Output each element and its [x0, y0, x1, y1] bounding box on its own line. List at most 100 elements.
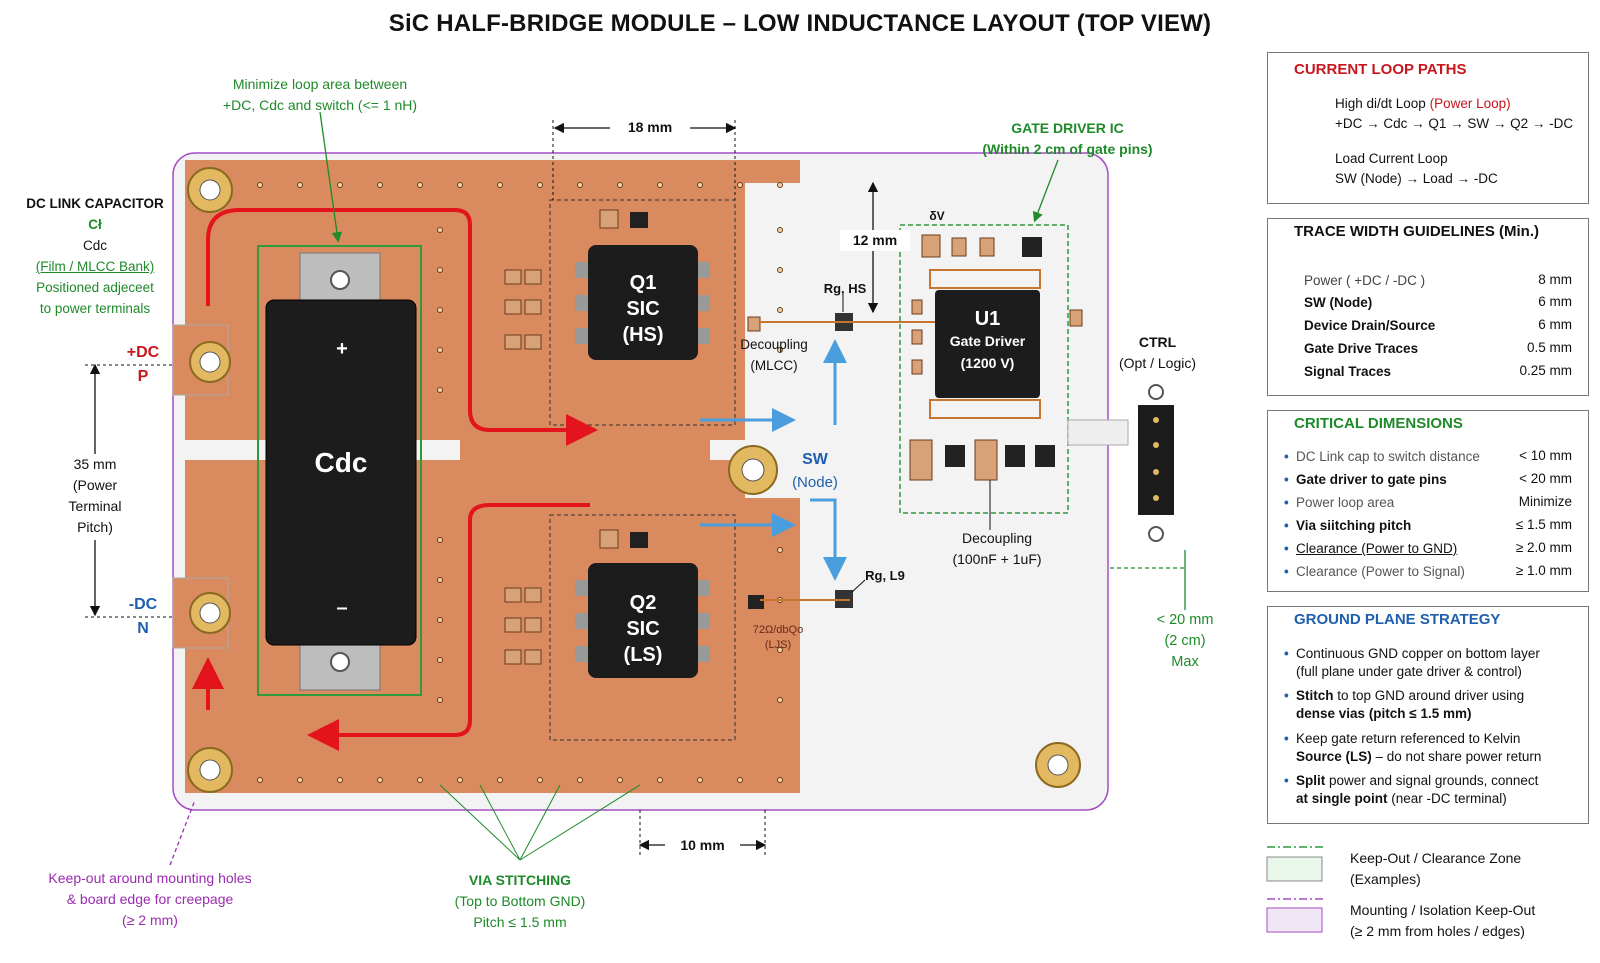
critical-row-cap: DC Link cap to switch distance — [1284, 448, 1480, 466]
decoupling-gd-label: Decoupling (100nF + 1uF) — [942, 528, 1052, 570]
max-distance-line-3: Max — [1171, 654, 1199, 670]
via-row-top — [257, 182, 783, 188]
ground-bullet-4-bold: Split — [1296, 773, 1326, 788]
trace-row-signal-value: 0.25 mm — [1519, 363, 1572, 378]
ground-bullet-2-pitch: (pitch ≤ 1.5 mm) — [1368, 706, 1472, 721]
legend-mount-label: Mounting / Isolation Keep-Out (≥ 2 mm fr… — [1350, 900, 1595, 942]
sw-node-sub: (Node) — [792, 474, 838, 491]
dim-35mm-line-4: Pitch) — [77, 519, 113, 535]
q2-device — [575, 563, 710, 678]
mounting-hole-bottom-right — [1035, 742, 1081, 788]
decoupling-mlcc-label: Decoupling (MLCC) — [730, 334, 818, 376]
q1-device — [575, 245, 710, 360]
ground-bullet-3-rest: – do not share power return — [1375, 749, 1542, 764]
q1-keepout-zone — [549, 199, 736, 426]
critical-row-loop-value: Minimize — [1518, 494, 1572, 509]
critical-row-gate-value: < 20 mm — [1519, 471, 1572, 486]
trace-row-drain: Device Drain/Source — [1304, 318, 1436, 333]
ground-bullet-2-bold-2: dense vias — [1296, 706, 1366, 721]
dim-35mm-line-2: (Power — [72, 477, 118, 493]
ctrl-connector — [1067, 384, 1174, 542]
ground-bullet-3: Keep gate return referenced to Kelvin So… — [1284, 730, 1542, 766]
gate-ic-note: GATE DRIVER IC (Within 2 cm of gate pins… — [975, 118, 1160, 160]
sw-node-terminal — [728, 445, 778, 495]
ground-plane-title: GROUND PLANE STRATEGY — [1294, 611, 1501, 628]
max-distance-line-2: (2 cm) — [1164, 633, 1206, 649]
mounting-hole-bottom-left — [187, 747, 233, 793]
ground-bullet-1-line-2: (full plane under gate driver & control) — [1296, 664, 1522, 679]
ground-bullet-3-bold: Source (LS) — [1296, 749, 1372, 764]
via-stitching-pitch: Pitch ≤ 1.5 mm — [473, 914, 567, 930]
n-label: N — [137, 620, 149, 637]
trace-row-sw-value: 6 mm — [1538, 294, 1572, 309]
u1-label-name: U1 — [974, 308, 1001, 330]
critical-row-gate: Gate driver to gate pins — [1284, 471, 1447, 489]
critical-row-loop: Power loop area — [1284, 494, 1394, 512]
high-di-dt-loop-arrow-top — [206, 208, 598, 446]
sw-copper — [460, 440, 710, 468]
dim-35mm-label: 35 mm (Power Terminal Pitch) — [55, 454, 135, 538]
ground-bullet-2-rest: to top GND around driver using — [1337, 688, 1525, 703]
ground-bullet-4-rest-2: (near -DC terminal) — [1391, 791, 1507, 806]
loop-note-line-2: +DC, Cdc and switch (<= 1 nH) — [222, 97, 418, 113]
ls-marking-line-2: (LJS) — [764, 639, 792, 651]
minus-dc-label: -DC — [128, 596, 158, 613]
ctrl-label-sub: (Opt / Logic) — [1118, 355, 1197, 371]
critical-row-clearance-signal: Clearance (Power to Signal) — [1284, 563, 1465, 581]
dim-35mm-line-1: 35 mm — [73, 456, 117, 472]
q2-label: Q2 SIC (LS) — [598, 590, 688, 668]
dim-18mm-label: 18 mm — [610, 117, 690, 138]
legend-keepout-line-1: Keep-Out / Clearance Zone — [1350, 850, 1522, 866]
legend-high-loop-type: (Power Loop) — [1429, 96, 1511, 111]
trace-row-power-value: 8 mm — [1538, 272, 1572, 287]
smd-components — [504, 209, 853, 665]
trace-row-sw: SW (Node) — [1304, 295, 1373, 310]
via-stitching-note: VIA STITCHING (Top to Bottom GND) Pitch … — [425, 870, 615, 933]
gate-driver-components — [909, 234, 1083, 481]
trace-row-gate: Gate Drive Traces — [1304, 341, 1419, 356]
critical-row-clearance-signal-value: ≥ 1.0 mm — [1515, 563, 1572, 578]
critical-dimensions-panel: CRITICAL DIMENSIONS DC Link cap to switc… — [1267, 410, 1589, 592]
plus-dc-terminal — [172, 324, 231, 396]
dc-link-position-1: Positioned adjeceet — [36, 280, 154, 295]
ground-bullet-4-bold-2: at single point — [1296, 791, 1388, 806]
dc-link-note: DC LINK CAPACITOR Cł Cdc (Film / MLCC Ba… — [15, 193, 175, 319]
sw-node-label: SW (Node) — [785, 448, 845, 494]
legend-high-loop-path: +DC → Cdc → Q1 → SW → Q2 → -DC — [1335, 116, 1574, 131]
dim-35mm-line-3: Terminal — [68, 498, 122, 514]
legend-high-loop-label: High di/dt Loop (Power Loop) — [1335, 95, 1511, 113]
cap-minus-sign: – — [336, 597, 348, 619]
dc-link-position-2: to power terminals — [39, 301, 151, 316]
max-distance-line-1: < 20 mm — [1156, 612, 1214, 628]
ground-bullet-2: Stitch to top GND around driver using de… — [1284, 687, 1525, 723]
dc-link-type: (Film / MLCC Bank) — [35, 259, 155, 274]
trace-width-panel: TRACE WIDTH GUIDELINES (Min.) Power ( +D… — [1267, 218, 1589, 396]
critical-row-via: Via siitching pitch — [1284, 517, 1411, 535]
q2-label-name: Q2 — [629, 592, 657, 614]
critical-row-cap-value: < 10 mm — [1519, 448, 1572, 463]
via-column-center — [437, 227, 783, 703]
dim-12mm-label: 12 mm — [840, 230, 910, 251]
gate-ic-note-sub: (Within 2 cm of gate pins) — [982, 141, 1153, 157]
via-row-bottom — [257, 777, 783, 783]
dc-link-capacitor — [265, 252, 417, 691]
decoupling-mlcc-line-1: Decoupling — [740, 337, 808, 352]
legend-load-loop-label: Load Current Loop — [1335, 151, 1448, 166]
current-loop-legend-panel: CURRENT LOOP PATHS High di/dt Loop (Powe… — [1267, 52, 1589, 204]
legend-keepout-line-2: (Examples) — [1350, 871, 1421, 887]
ground-bullet-4: Split power and signal grounds, connect … — [1284, 772, 1538, 808]
cap-plus-sign: + — [336, 338, 348, 360]
legend-mount-line-1: Mounting / Isolation Keep-Out — [1350, 902, 1536, 918]
dc-link-symbol: Cł — [88, 217, 102, 232]
u1-label: U1 Gate Driver (1200 V) — [935, 308, 1040, 374]
trace-row-signal: Signal Traces — [1304, 364, 1392, 379]
via-leader-lines — [439, 784, 641, 861]
dc-link-title: DC LINK CAPACITOR — [26, 196, 164, 211]
q2-keepout-zone — [549, 514, 736, 741]
keepout-note-line-3: (≥ 2 mm) — [122, 912, 178, 928]
rg-ls-label: Rg, L9 — [865, 568, 905, 583]
legend-keepout-label: Keep-Out / Clearance Zone (Examples) — [1350, 848, 1590, 890]
p-label: P — [137, 368, 149, 385]
ground-plane-panel: GROUND PLANE STRATEGY Continuous GND cop… — [1267, 606, 1589, 824]
keepout-note: Keep-out around mounting holes & board e… — [25, 868, 275, 931]
